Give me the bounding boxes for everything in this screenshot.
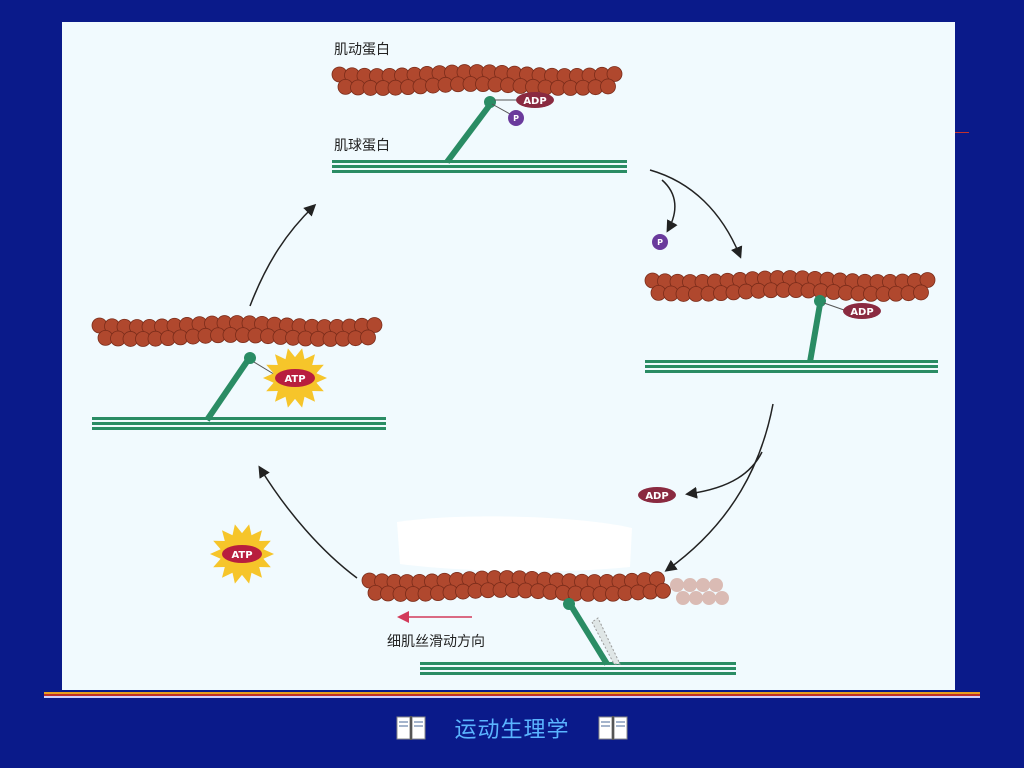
book-icon bbox=[396, 716, 426, 740]
actin-filament bbox=[644, 270, 936, 302]
svg-text:ADP: ADP bbox=[850, 307, 873, 318]
sliding-direction-label: 细肌丝滑动方向 bbox=[387, 633, 485, 650]
phosphate-badge bbox=[508, 110, 524, 126]
myosin-head-tip bbox=[814, 295, 826, 307]
atp-badge bbox=[275, 369, 315, 387]
actin-filament bbox=[91, 315, 383, 347]
footer-divider bbox=[44, 692, 980, 702]
adp-badge bbox=[516, 92, 554, 108]
actin-bead bbox=[655, 582, 671, 599]
svg-text:P: P bbox=[657, 238, 663, 247]
actin-bead bbox=[600, 78, 616, 95]
myosin-filament bbox=[645, 360, 938, 373]
footer: 运动生理学 bbox=[0, 708, 1024, 748]
svg-text:P: P bbox=[513, 114, 519, 123]
actin-ghost bbox=[670, 578, 729, 605]
adp-badge bbox=[843, 303, 881, 319]
actin-filament bbox=[331, 64, 623, 96]
myosin-head-tip bbox=[484, 96, 496, 108]
actin-bead bbox=[606, 66, 623, 82]
myosin-filament bbox=[420, 662, 736, 675]
myosin-filament bbox=[332, 160, 627, 173]
actin-filament bbox=[361, 570, 671, 602]
myosin-head-tip bbox=[563, 598, 575, 610]
cycle-arrow bbox=[249, 203, 317, 307]
side-mark bbox=[955, 132, 969, 133]
stage-top: ADP P 肌动蛋白 肌球蛋白 bbox=[331, 42, 627, 173]
release-arrow bbox=[685, 451, 763, 499]
cycle-arrow bbox=[664, 403, 774, 572]
cycle-arrow bbox=[258, 465, 358, 579]
footer-title: 运动生理学 bbox=[454, 718, 570, 743]
svg-text:ADP: ADP bbox=[645, 491, 668, 502]
myosin-head-tip bbox=[244, 352, 256, 364]
actin-bead bbox=[913, 284, 929, 301]
atp-badge bbox=[222, 545, 262, 563]
svg-text:ADP: ADP bbox=[523, 96, 546, 107]
svg-text:ATP: ATP bbox=[231, 550, 252, 561]
stage-bottom: 细肌丝滑动方向 bbox=[361, 570, 736, 675]
actin-bead bbox=[919, 272, 936, 288]
svg-text:ATP: ATP bbox=[284, 374, 305, 385]
cycle-arrow bbox=[649, 169, 743, 259]
cross-bridge-cycle-diagram: ADP P 肌动蛋白 肌球蛋白 P ADP bbox=[91, 42, 938, 675]
actin-label: 肌动蛋白 bbox=[334, 42, 390, 58]
myosin-head bbox=[444, 100, 495, 164]
myosin-head bbox=[567, 602, 610, 666]
myosin-head bbox=[807, 303, 823, 363]
myosin-label: 肌球蛋白 bbox=[334, 138, 390, 154]
stage-right: ADP bbox=[644, 270, 938, 373]
book-icon bbox=[598, 716, 627, 740]
myosin-filament bbox=[92, 417, 386, 430]
release-arrow bbox=[661, 179, 678, 233]
myosin-head bbox=[204, 358, 251, 422]
myosin-head-prior bbox=[591, 617, 621, 665]
diagram-panel: ADP P 肌动蛋白 肌球蛋白 P ADP bbox=[62, 22, 955, 690]
smudge bbox=[397, 516, 632, 572]
actin-bead bbox=[366, 317, 383, 333]
stage-left: ATP bbox=[91, 315, 386, 430]
actin-bead bbox=[360, 329, 376, 346]
adp-badge bbox=[638, 487, 676, 503]
phosphate-badge bbox=[652, 234, 668, 250]
